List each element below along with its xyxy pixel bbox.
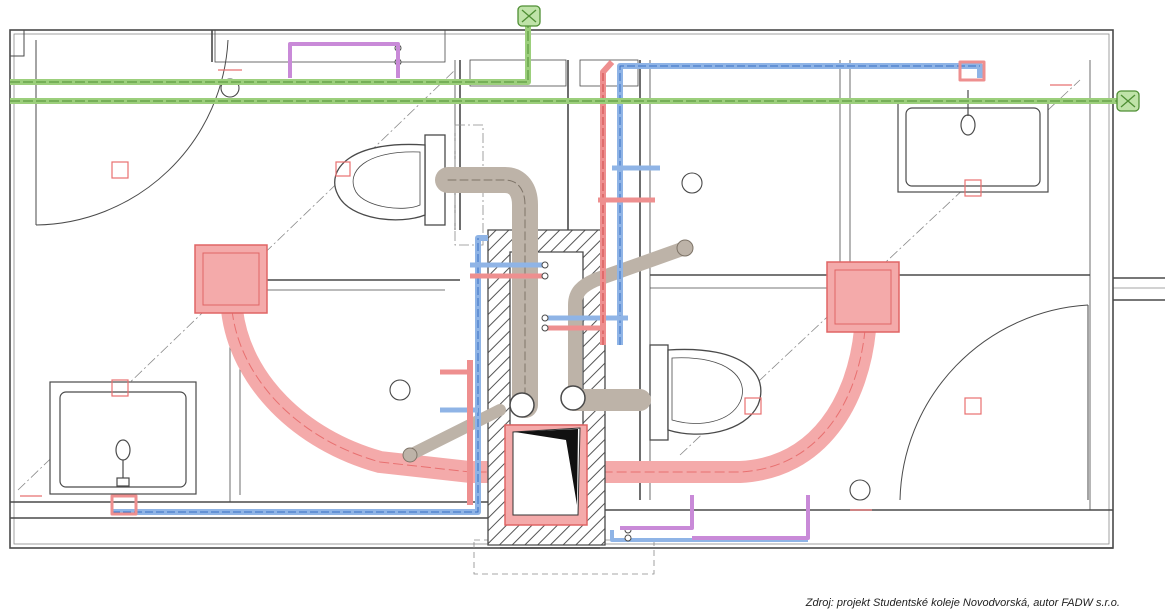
valve-icon: [517, 5, 1140, 112]
toilet-icon: [334, 134, 446, 226]
hot-water-pipe: [110, 59, 986, 516]
gas-pipe: [10, 18, 1125, 104]
valve-icon: [220, 78, 871, 501]
door-swings: [35, 39, 1089, 501]
circulation-pipe: [288, 42, 810, 540]
toilet-icon: [649, 344, 762, 441]
waste-pipe: [402, 167, 694, 463]
installation-shaft: [487, 229, 606, 546]
sink-icon: [49, 381, 197, 495]
floor-drain-icon: [111, 161, 982, 415]
source-caption: Zdroj: projekt Studentské koleje Novodvo…: [805, 597, 1120, 609]
sink-icon: [897, 90, 1049, 193]
